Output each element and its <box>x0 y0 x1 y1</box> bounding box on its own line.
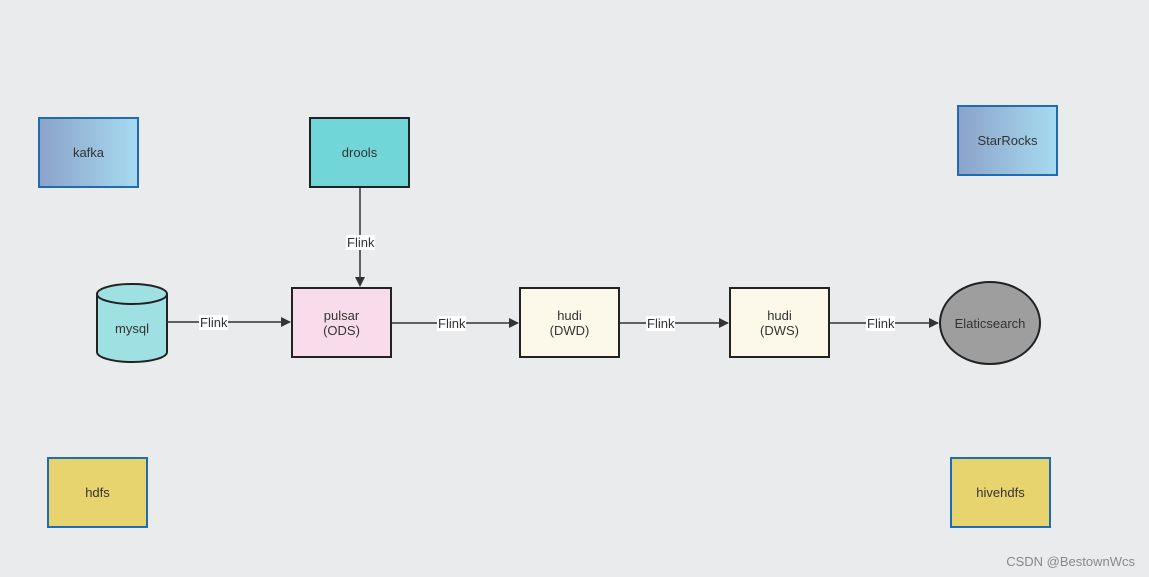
elasticsearch-label: Elaticsearch <box>954 315 1026 331</box>
starrocks-label: StarRocks <box>977 133 1038 148</box>
edge-label-pulsar-to-hudi-dwd: Flink <box>437 316 467 331</box>
hivehdfs-label: hivehdfs <box>976 485 1025 500</box>
hdfs-label: hdfs <box>85 485 110 500</box>
elasticsearch-node[interactable] <box>939 281 1041 365</box>
mysql-database-node[interactable] <box>96 283 168 363</box>
hudi-dwd-label: hudi (DWD) <box>549 307 590 338</box>
edge-label-drools-to-pulsar: Flink <box>346 235 376 250</box>
elasticsearch-label-wrapper: Elaticsearch <box>940 303 1040 343</box>
drools-node[interactable]: drools <box>309 117 410 188</box>
edge-label-mysql-to-pulsar: Flink <box>199 315 229 330</box>
hudi-dws-node[interactable]: hudi (DWS) <box>729 287 830 358</box>
starrocks-node[interactable]: StarRocks <box>957 105 1058 176</box>
edge-label-hudi-dws-to-elasticsearch: Flink <box>866 316 896 331</box>
hdfs-node[interactable]: hdfs <box>47 457 148 528</box>
hivehdfs-node[interactable]: hivehdfs <box>950 457 1051 528</box>
mysql-label-wrapper: mysql <box>97 304 167 352</box>
watermark-text: CSDN @BestownWcs <box>1006 554 1135 569</box>
hudi-dws-label: hudi (DWS) <box>760 307 799 338</box>
pulsar-ods-node[interactable]: pulsar (ODS) <box>291 287 392 358</box>
pulsar-ods-label: pulsar (ODS) <box>323 307 360 338</box>
kafka-node[interactable]: kafka <box>38 117 139 188</box>
mysql-label: mysql <box>115 320 149 336</box>
edge-label-hudi-dwd-to-hudi-dws: Flink <box>646 316 676 331</box>
kafka-label: kafka <box>72 145 105 160</box>
hudi-dwd-node[interactable]: hudi (DWD) <box>519 287 620 358</box>
drools-label: drools <box>341 145 378 160</box>
